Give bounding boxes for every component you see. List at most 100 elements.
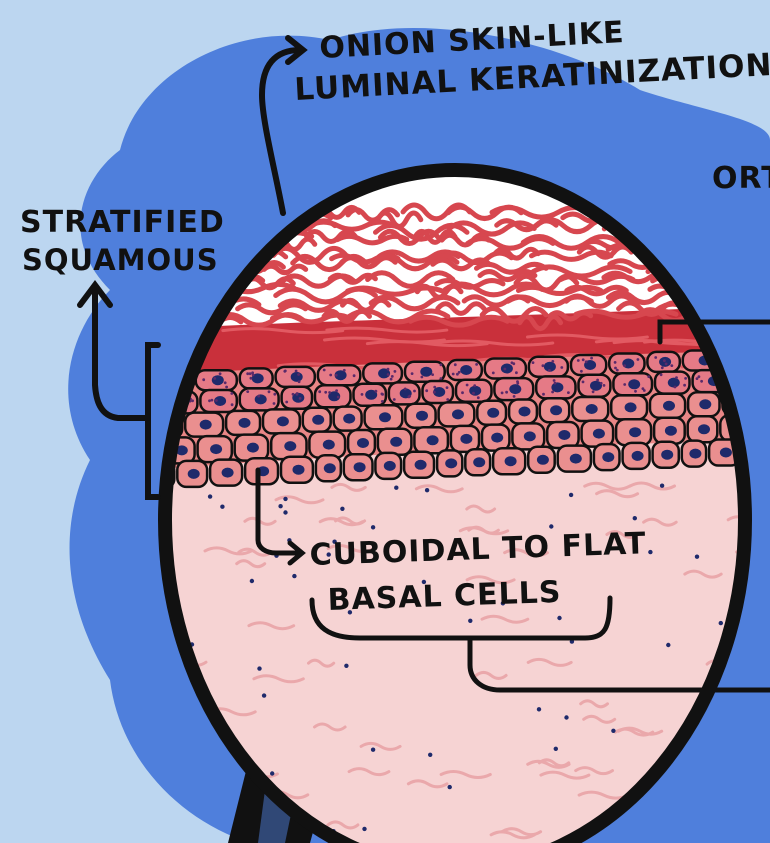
keratohyalin-granule <box>394 370 397 373</box>
cell-nucleus <box>501 364 513 374</box>
stroma-cell-dot <box>292 574 296 578</box>
keratohyalin-granule <box>404 388 407 391</box>
keratohyalin-granule <box>647 375 650 378</box>
stroma-cell-dot <box>371 525 375 529</box>
cell-nucleus <box>665 426 677 436</box>
keratohyalin-granule <box>208 399 211 402</box>
keratohyalin-granule <box>421 376 424 379</box>
stroma-cell-dot <box>557 616 561 620</box>
stroma-cell-dot <box>611 729 615 733</box>
keratohyalin-granule <box>230 392 233 395</box>
cell-nucleus <box>699 399 711 409</box>
keratohyalin-granule <box>387 373 390 376</box>
keratohyalin-granule <box>665 363 668 366</box>
cell-nucleus <box>668 378 680 388</box>
keratohyalin-granule <box>446 386 449 389</box>
cell-nucleus <box>550 405 562 415</box>
keratohyalin-granule <box>411 372 414 375</box>
keratohyalin-granule <box>548 369 551 372</box>
cell-nucleus <box>239 418 251 428</box>
cell-nucleus <box>661 450 673 460</box>
cell-nucleus <box>663 401 675 411</box>
keratohyalin-granule <box>516 382 519 385</box>
keratohyalin-granule <box>554 382 557 385</box>
cell-nucleus <box>460 434 472 444</box>
cell-nucleus <box>593 429 605 439</box>
stroma-cell-dot <box>344 664 348 668</box>
keratohyalin-granule <box>700 380 703 383</box>
cell-nucleus <box>200 420 212 430</box>
cell-nucleus <box>390 437 402 447</box>
keratohyalin-granule <box>381 400 384 403</box>
keratohyalin-granule <box>324 391 327 394</box>
cell-nucleus <box>188 469 200 479</box>
keratohyalin-granule <box>393 398 396 401</box>
keratohyalin-granule <box>299 397 302 400</box>
keratohyalin-granule <box>603 384 606 387</box>
keratohyalin-granule <box>542 364 545 367</box>
keratohyalin-granule <box>582 358 585 361</box>
stroma-cell-dot <box>660 484 664 488</box>
keratohyalin-granule <box>268 390 271 393</box>
cell-nucleus <box>293 465 305 475</box>
keratohyalin-granule <box>433 391 436 394</box>
cell-nucleus <box>384 461 396 471</box>
cell-nucleus <box>629 427 641 437</box>
stroma-cell-dot <box>270 771 274 775</box>
keratohyalin-granule <box>391 375 394 378</box>
keratohyalin-granule <box>452 373 455 376</box>
keratohyalin-granule <box>431 373 434 376</box>
stroma-cell-dot <box>208 494 212 498</box>
keratohyalin-granule <box>285 401 288 404</box>
cell-nucleus <box>586 404 598 414</box>
keratohyalin-granule <box>614 361 617 364</box>
keratohyalin-granule <box>329 374 332 377</box>
keratohyalin-granule <box>219 372 222 375</box>
cell-nucleus <box>524 431 536 441</box>
keratohyalin-granule <box>580 370 583 373</box>
stroma-cell-dot <box>283 510 287 514</box>
keratohyalin-granule <box>542 393 545 396</box>
keratohyalin-granule <box>577 359 580 362</box>
keratohyalin-granule <box>328 391 331 394</box>
keratohyalin-granule <box>532 361 535 364</box>
stroma-cell-dot <box>554 747 558 751</box>
keratohyalin-granule <box>318 390 321 393</box>
keratohyalin-granule <box>661 366 664 369</box>
stroma-cell-dot <box>394 486 398 490</box>
keratohyalin-granule <box>475 363 478 366</box>
stratified-label-line2: SQUAMOUS <box>22 243 219 277</box>
cell-nucleus <box>291 372 303 382</box>
cell-nucleus <box>469 386 481 396</box>
keratohyalin-granule <box>513 395 516 398</box>
keratohyalin-granule <box>440 377 443 380</box>
keratohyalin-granule <box>343 369 346 372</box>
keratohyalin-granule <box>381 393 384 396</box>
cell-nucleus <box>689 449 701 459</box>
stratified-label-line1: STRATIFIED <box>20 205 225 240</box>
cell-nucleus <box>210 444 222 454</box>
keratohyalin-granule <box>675 376 678 379</box>
cell-nucleus <box>602 452 614 462</box>
cell-nucleus <box>312 415 324 425</box>
cell-nucleus <box>420 367 432 377</box>
keratohyalin-granule <box>472 392 475 395</box>
keratohyalin-granule <box>283 370 286 373</box>
ortho-label-fragment: ORT <box>712 161 770 196</box>
keratohyalin-granule <box>440 363 443 366</box>
keratohyalin-granule <box>670 364 673 367</box>
keratohyalin-granule <box>295 370 298 373</box>
stroma-cell-dot <box>468 619 472 623</box>
keratohyalin-granule <box>592 390 595 393</box>
keratohyalin-granule <box>408 396 411 399</box>
keratohyalin-granule <box>454 363 457 366</box>
cell-nucleus <box>284 441 296 451</box>
keratohyalin-granule <box>623 364 626 367</box>
keratohyalin-granule <box>361 393 364 396</box>
keratohyalin-granule <box>515 371 518 374</box>
cell-nucleus <box>628 379 640 389</box>
keratohyalin-granule <box>446 398 449 401</box>
stroma-cell-dot <box>428 753 432 757</box>
keratohyalin-granule <box>298 380 301 383</box>
